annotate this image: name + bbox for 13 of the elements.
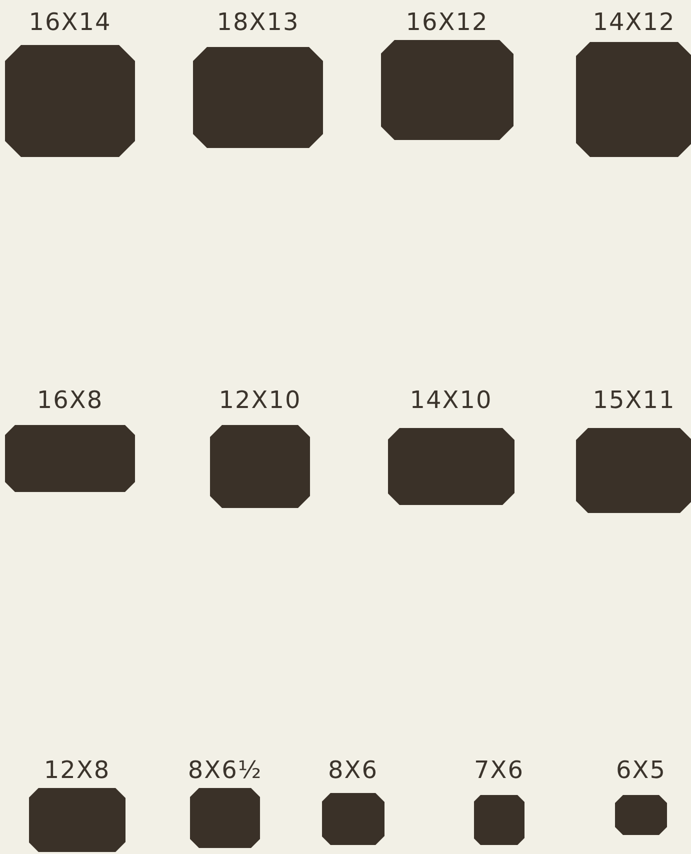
size-label: 6X5 bbox=[616, 756, 666, 784]
size-label: 8X6 bbox=[328, 756, 378, 784]
size-label: 16X12 bbox=[406, 8, 488, 36]
size-label: 15X11 bbox=[592, 386, 676, 414]
size-label: 7X6 bbox=[474, 756, 524, 784]
size-label: 12X8 bbox=[44, 756, 110, 784]
size-label: 8X6½ bbox=[188, 756, 262, 784]
size-label: 16X14 bbox=[28, 8, 112, 36]
size-label: 14X10 bbox=[410, 386, 492, 414]
size-label: 18X13 bbox=[216, 8, 300, 36]
size-label: 12X10 bbox=[218, 386, 302, 414]
size-label: 16X8 bbox=[36, 386, 104, 414]
size-label: 14X12 bbox=[592, 8, 676, 36]
